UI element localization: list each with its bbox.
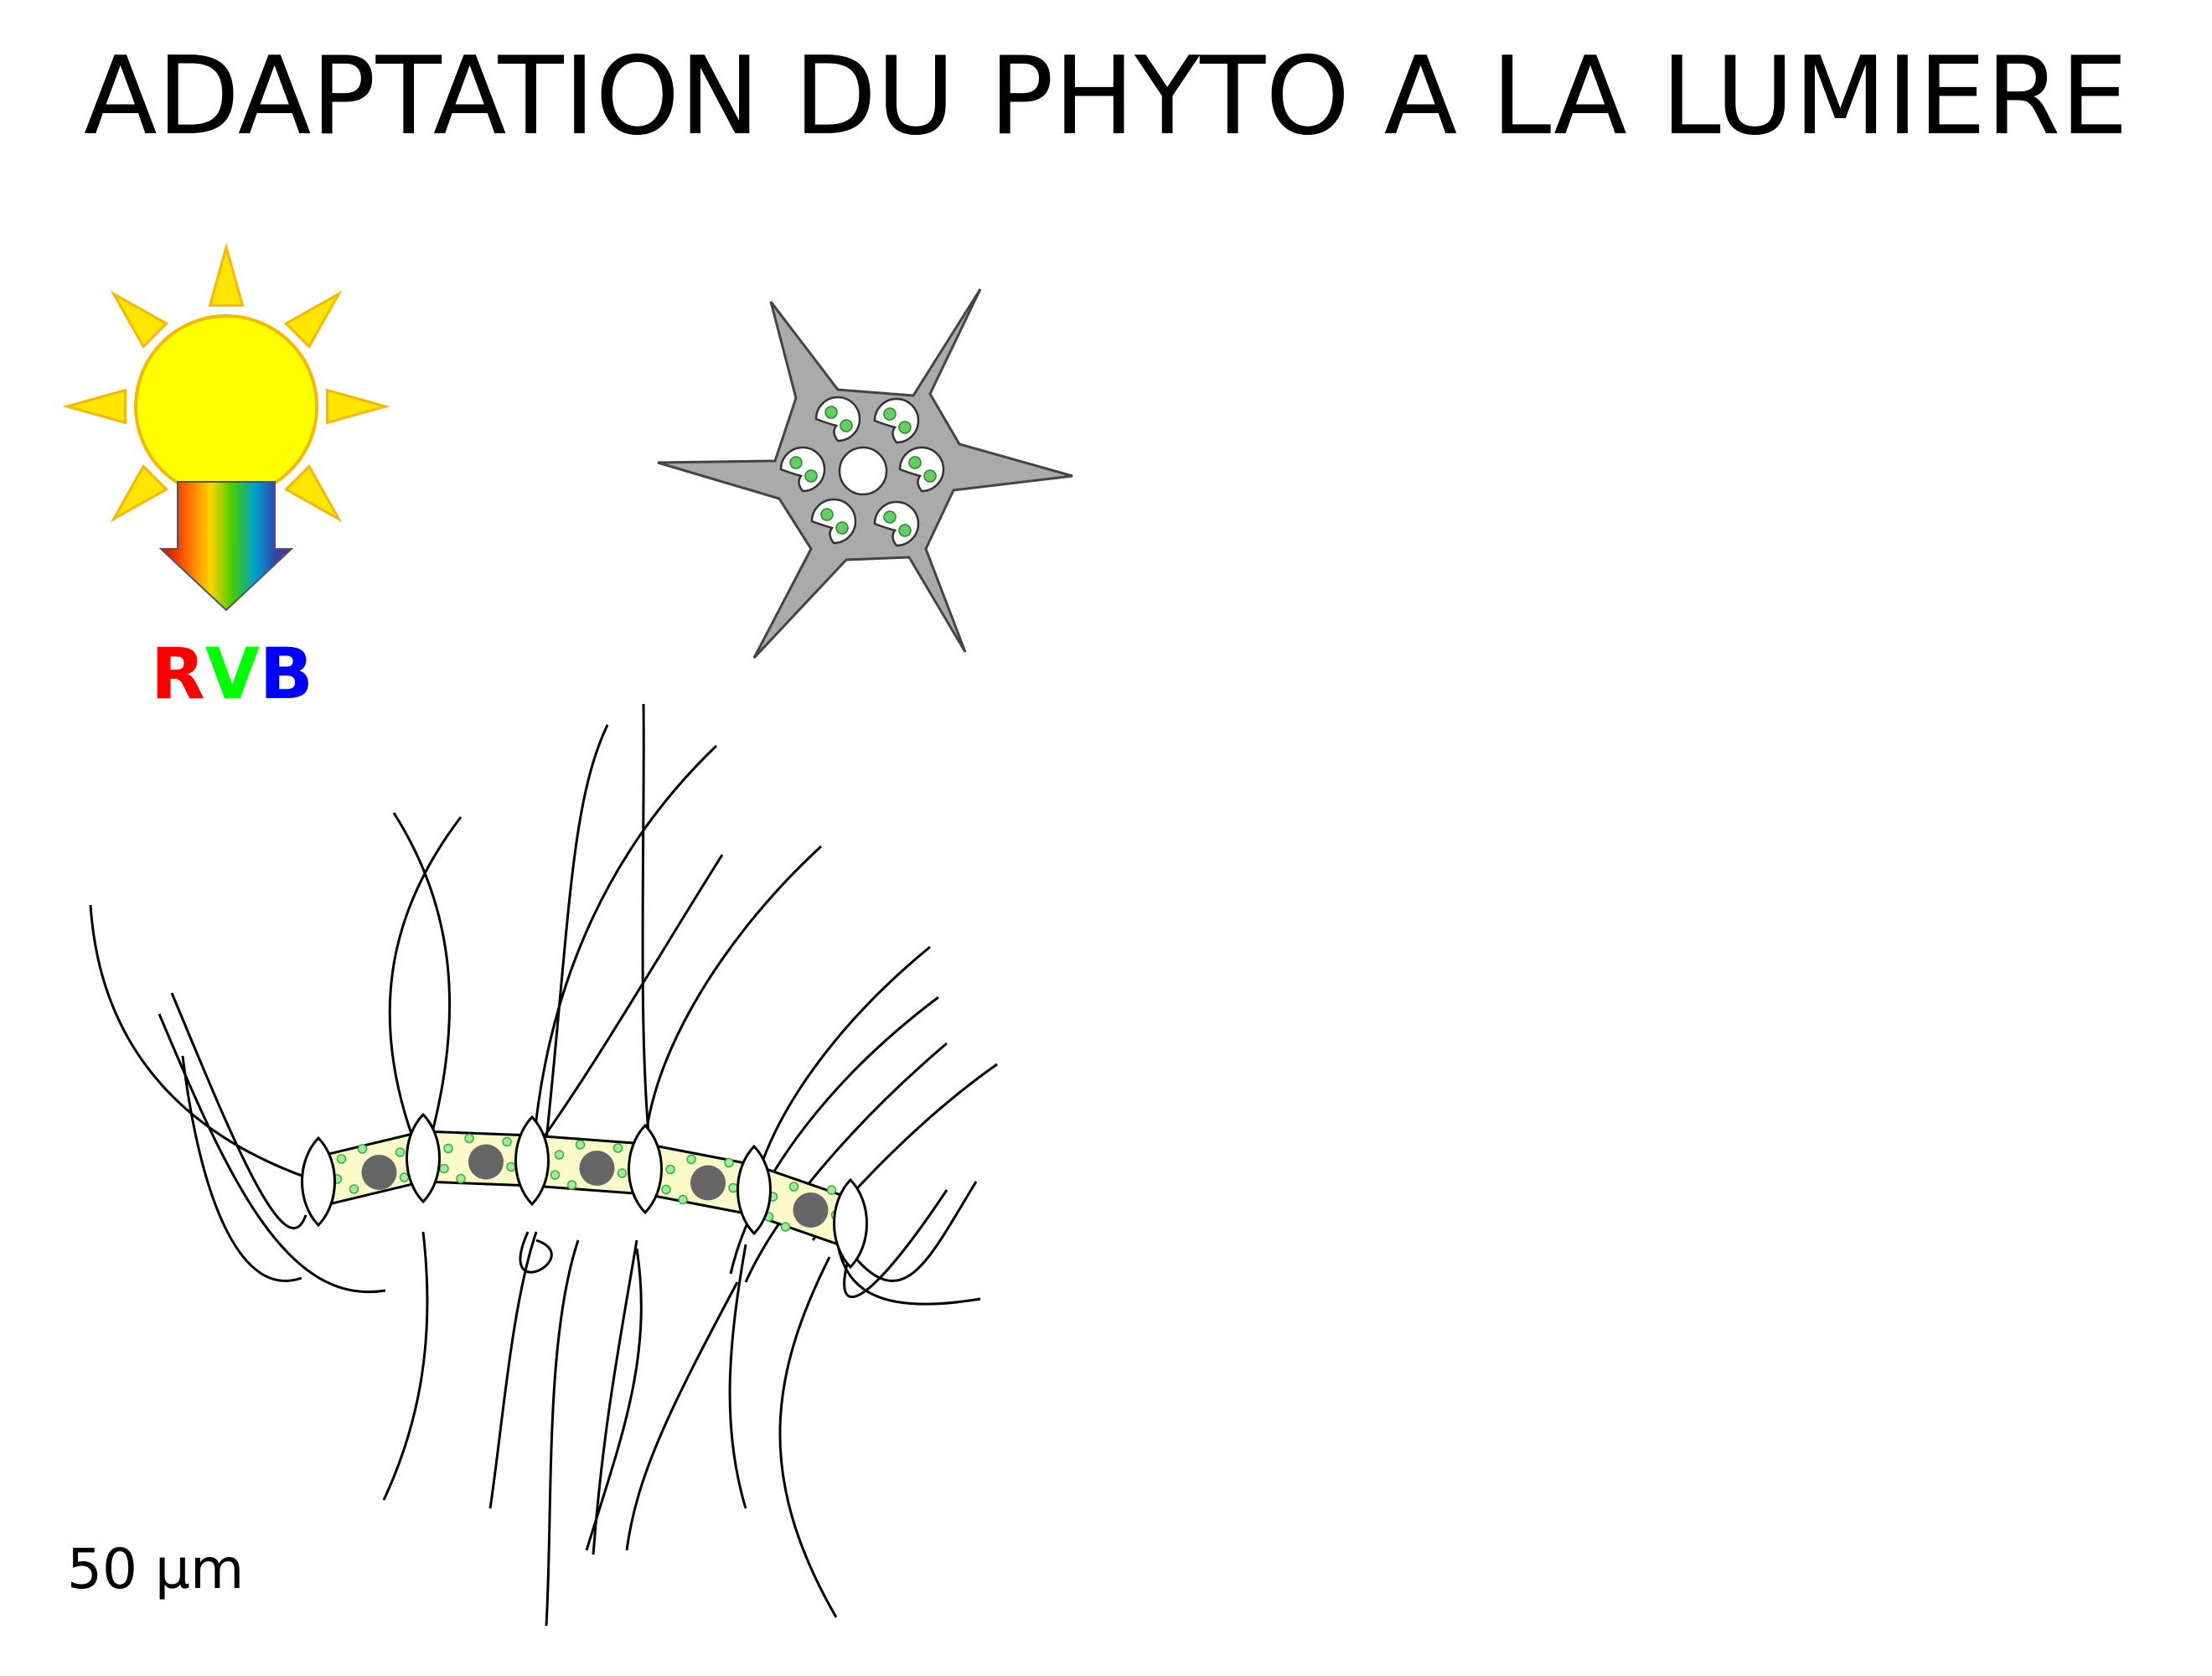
diatom-chloroplast [554, 1150, 565, 1160]
sun-ray [62, 388, 127, 425]
seta [89, 904, 319, 1183]
light-spectrum-arrow [158, 481, 294, 612]
diatom-chloroplast [575, 1140, 586, 1150]
scale-bar-label: 50 µm [67, 1537, 245, 1601]
seta [158, 1013, 386, 1294]
seta [522, 854, 724, 1166]
diatom-chloroplast [661, 1184, 671, 1195]
sun-ray [208, 242, 245, 308]
diatom-chloroplast [826, 1185, 837, 1195]
diatom-nucleus [690, 1165, 726, 1201]
symbiont-cell [898, 524, 912, 537]
symbiont-cell [923, 469, 937, 483]
radiolarian-illustration [657, 288, 1073, 660]
radiolarian-central-capsule [838, 446, 888, 496]
diatom-joint [406, 1112, 441, 1204]
sun-ray [110, 290, 169, 349]
seta [744, 1042, 948, 1283]
diatom-nucleus [361, 1155, 397, 1190]
seta [519, 1231, 553, 1274]
seta [530, 744, 718, 1166]
diatom-chloroplast [399, 1172, 410, 1182]
sun-rays [62, 242, 390, 523]
seta [836, 1244, 981, 1306]
seta [643, 845, 823, 1174]
sun-ray [325, 388, 390, 425]
diatom-chloroplast [443, 1143, 453, 1154]
diatom-chloroplast [464, 1133, 474, 1144]
diatom-chloroplast [728, 1182, 738, 1193]
seta [641, 703, 654, 1166]
symbiont-cell [835, 521, 849, 535]
seta [543, 724, 609, 1157]
sun-disc [134, 314, 318, 499]
seta [729, 996, 939, 1275]
seta [728, 1244, 747, 1509]
diatom-chloroplast [678, 1194, 688, 1205]
diatom-chloroplast [788, 1182, 799, 1192]
seta [592, 1239, 638, 1555]
seta [585, 1248, 643, 1551]
diatom-chloroplast [550, 1170, 561, 1180]
symbiont-cell [908, 456, 922, 469]
diatom-nucleus [468, 1144, 504, 1180]
diatom-chloroplast [395, 1147, 406, 1157]
diatom-chloroplast [665, 1164, 675, 1175]
seta [388, 816, 463, 1166]
diatom-chloroplast [617, 1168, 628, 1178]
diatom-chloroplast [502, 1136, 512, 1147]
sun-icon [62, 242, 390, 612]
symbiont-cell [820, 508, 834, 521]
diatom-nucleus [793, 1192, 829, 1228]
diatom-chloroplast [506, 1161, 516, 1172]
seta [778, 1256, 838, 1618]
diatom-joint [301, 1135, 336, 1228]
symbiont-cell [840, 419, 853, 432]
sun-ray [283, 463, 343, 523]
rvb-letter-v: V [204, 633, 260, 715]
diatom-joint [628, 1123, 663, 1215]
rvb-label: RVB [151, 639, 313, 709]
symbiont-cell [883, 407, 897, 421]
seta [625, 1281, 739, 1551]
symbiont-cell [824, 406, 838, 419]
diatom-chloroplast [724, 1157, 734, 1168]
seta [853, 1181, 978, 1282]
symbiont-cell [883, 510, 897, 524]
seta [752, 945, 931, 1191]
seta [392, 812, 452, 1166]
diatom-chloroplast [439, 1163, 449, 1174]
symbiont-cell [804, 469, 818, 483]
sun-ray [283, 290, 343, 349]
diatom-chloroplast [612, 1143, 623, 1153]
diatom-joint [833, 1177, 868, 1270]
diatom-chloroplast [566, 1180, 577, 1190]
rvb-letter-r: R [151, 633, 205, 715]
sun-ray [110, 463, 169, 523]
diatom-joint [736, 1144, 772, 1236]
seta [170, 992, 308, 1229]
seta [181, 1055, 302, 1283]
symbiont-cell [789, 456, 803, 469]
diatom-chloroplast [357, 1144, 368, 1154]
symbiont-cell [898, 421, 912, 434]
diatom-chloroplast [456, 1173, 466, 1184]
rvb-letter-b: B [259, 633, 313, 715]
seta [382, 1231, 429, 1501]
seta [488, 1231, 538, 1509]
page-title: ADAPTATION DU PHYTO A LA LUMIERE [83, 34, 2129, 159]
diatom-chloroplast [336, 1154, 347, 1164]
seta [545, 1239, 580, 1627]
diatom-chain [301, 1112, 868, 1270]
diatom-chloroplast [780, 1222, 791, 1232]
diatom-chain-illustration [89, 703, 998, 1627]
diatom-joint [514, 1115, 550, 1207]
diatom-chloroplast [349, 1184, 359, 1194]
radiolarian-symbionts [779, 396, 945, 547]
diatom-nucleus [579, 1151, 615, 1186]
diatom-chloroplast [686, 1154, 696, 1165]
